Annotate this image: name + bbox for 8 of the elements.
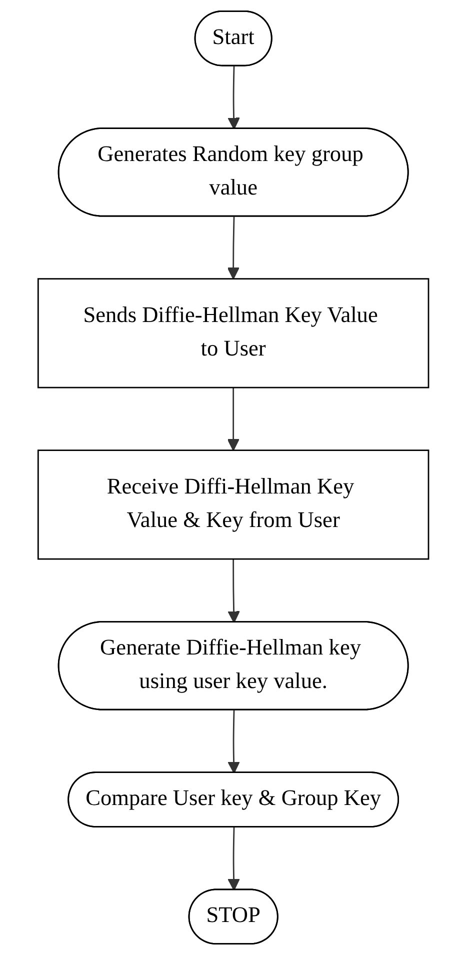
arrow [227, 388, 240, 451]
arrow [228, 827, 240, 891]
arrow [228, 559, 240, 624]
arrow [227, 216, 240, 280]
arrow [228, 710, 240, 774]
node-box: Receive Diffi-Hellman Key Value & Key from User [38, 450, 430, 560]
arrow [228, 66, 240, 130]
node-box: Sends Diffie-Hellman Key Value to User [38, 278, 430, 388]
